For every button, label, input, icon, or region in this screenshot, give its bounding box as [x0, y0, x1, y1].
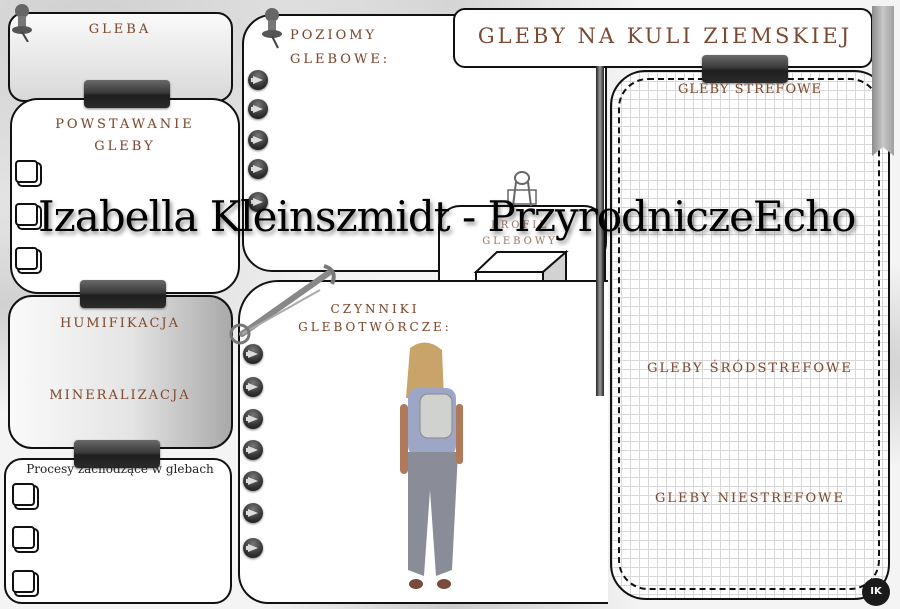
binder-clip-icon	[507, 171, 537, 207]
czynniki-line-2: GLEBOTWÓRCZE:	[298, 320, 452, 334]
author-badge: IK	[862, 578, 890, 606]
procesy-panel	[4, 458, 232, 604]
powstawanie-line-1: POWSTAWANIE	[55, 117, 195, 132]
profil-line-2: GLEBOWY	[482, 236, 558, 247]
gleba-heading: GLEBA	[88, 22, 152, 37]
profil-line-1: PROFIL	[491, 220, 549, 231]
arrow-bullet-icon	[248, 70, 268, 90]
push-pin-icon	[12, 4, 32, 42]
binder-clip	[84, 80, 170, 108]
profil-heading: PROFIL GLEBOWY	[470, 218, 570, 250]
srodstrefowe-heading: GLEBY ŚRÓDSTREFOWE	[647, 361, 853, 376]
powstawanie-line-2: GLEBY	[94, 139, 156, 154]
binder-clip	[80, 280, 166, 308]
arrow-bullet-icon	[243, 471, 263, 491]
poziomy-heading: POZIOMY GLEBOWE:	[290, 24, 400, 72]
arrow-bullet-icon	[248, 192, 268, 212]
binder-clip	[702, 55, 788, 83]
strefowe-heading: GLEBY STREFOWE	[678, 82, 822, 97]
arrow-bullet-icon	[243, 377, 263, 397]
strefy-panel	[610, 70, 890, 600]
page-ribbon	[872, 6, 894, 156]
page-title: GLEBY NA KULI ZIEMSKIEJ	[477, 24, 853, 48]
poziomy-line-2: GLEBOWE:	[290, 52, 391, 67]
binder-clip	[74, 440, 160, 468]
person-photo	[400, 342, 463, 589]
checkbox[interactable]	[12, 526, 35, 549]
arrow-bullet-icon	[243, 409, 263, 429]
strefy-outer-frame	[596, 66, 604, 396]
procesy-heading: Procesy zachodzące w glebach	[26, 462, 214, 476]
checkbox[interactable]	[15, 247, 38, 270]
czynniki-line-1: CZYNNIKI	[330, 302, 420, 316]
checkbox[interactable]	[12, 483, 35, 506]
checkbox[interactable]	[12, 570, 35, 593]
checkbox[interactable]	[15, 203, 38, 226]
checkbox[interactable]	[15, 160, 38, 183]
humifikacja-panel	[8, 295, 233, 449]
arrow-bullet-icon	[248, 159, 268, 179]
title-banner	[453, 8, 873, 68]
powstawanie-heading: POWSTAWANIE GLEBY	[20, 114, 230, 158]
poziomy-line-1: POZIOMY	[290, 28, 378, 43]
arrow-bullet-icon	[248, 99, 268, 119]
niestrefowe-heading: GLEBY NIESTREFOWE	[655, 491, 845, 506]
arrow-bullet-icon	[243, 503, 263, 523]
push-pin-icon	[262, 8, 282, 49]
arrow-bullet-icon	[243, 538, 263, 558]
author-watermark: Izabella Kleinszmidt - PrzyrodniczeEcho	[38, 192, 856, 241]
safety-pin-icon	[229, 264, 336, 345]
arrow-bullet-icon	[243, 440, 263, 460]
humifikacja-label: HUMIFIKACJA	[59, 316, 180, 331]
arrow-bullet-icon	[243, 344, 263, 364]
strefy-dashed-border	[618, 78, 880, 590]
arrow-bullet-icon	[248, 130, 268, 150]
czynniki-heading: CZYNNIKI GLEBOTWÓRCZE:	[290, 300, 460, 336]
mineralizacja-label: MINERALIZACJA	[49, 388, 191, 403]
